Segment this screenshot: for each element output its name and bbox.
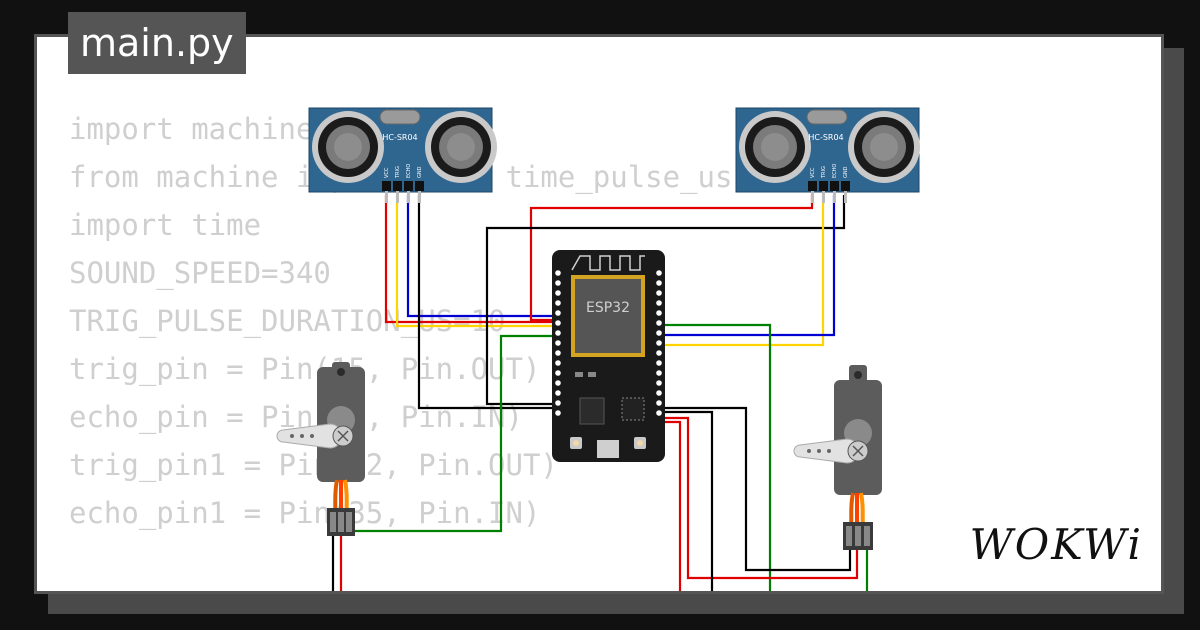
servo-motor-left[interactable] [276,362,365,536]
wire-red[interactable] [529,195,814,322]
wire-green[interactable] [354,334,556,533]
sensor-label: HC-SR04 [382,133,417,142]
wire-green[interactable] [664,323,772,594]
esp32-board[interactable]: ESP32 [552,250,665,462]
pin-label: TRIG [821,166,827,179]
code-line: SOUND_SPEED=340 [69,256,331,290]
pin-label: VCC [384,167,390,178]
pin-label: TRIG [395,166,401,179]
ultrasonic-sensor-right[interactable]: HC-SR04 VCC TRIG ECHO GND [735,107,920,203]
wire-blue[interactable] [664,195,836,337]
wire-blue[interactable] [406,195,556,318]
ultrasonic-sensor-left[interactable]: HC-SR04 VCC TRIG ECHO GND [308,107,497,203]
code-line: import machine [69,112,314,146]
circuit-diagram: HC-SR04 VCC TRIG ECHO GND [276,107,920,594]
wokwi-logo-icon: WOKWi [969,520,1143,569]
wires [331,195,869,594]
pin-label: GND [417,166,423,178]
wire-yellow[interactable] [395,195,556,328]
pin-label: GND [843,166,849,178]
wire-black[interactable] [485,195,846,406]
servo-motor-right[interactable] [793,365,882,550]
code-line: import time [69,208,262,242]
file-tab[interactable]: main.py [68,12,246,74]
wire-red[interactable] [664,416,859,580]
board-label: ESP32 [586,300,630,316]
pin-label: VCC [810,167,816,178]
wire-black[interactable] [417,195,556,410]
wire-black[interactable] [664,406,852,572]
wire-red[interactable] [664,420,682,594]
wire-red[interactable] [384,195,556,324]
code-line: trig_pin = Pin(15, Pin.OUT) [69,352,541,386]
diagram-card: import machine from machine import Pin, … [34,34,1164,594]
wire-yellow[interactable] [664,195,825,347]
pin-label: ECHO [832,164,838,178]
wire-black[interactable] [664,410,714,594]
pin-label: ECHO [406,164,412,178]
sensor-label: HC-SR04 [808,133,843,142]
